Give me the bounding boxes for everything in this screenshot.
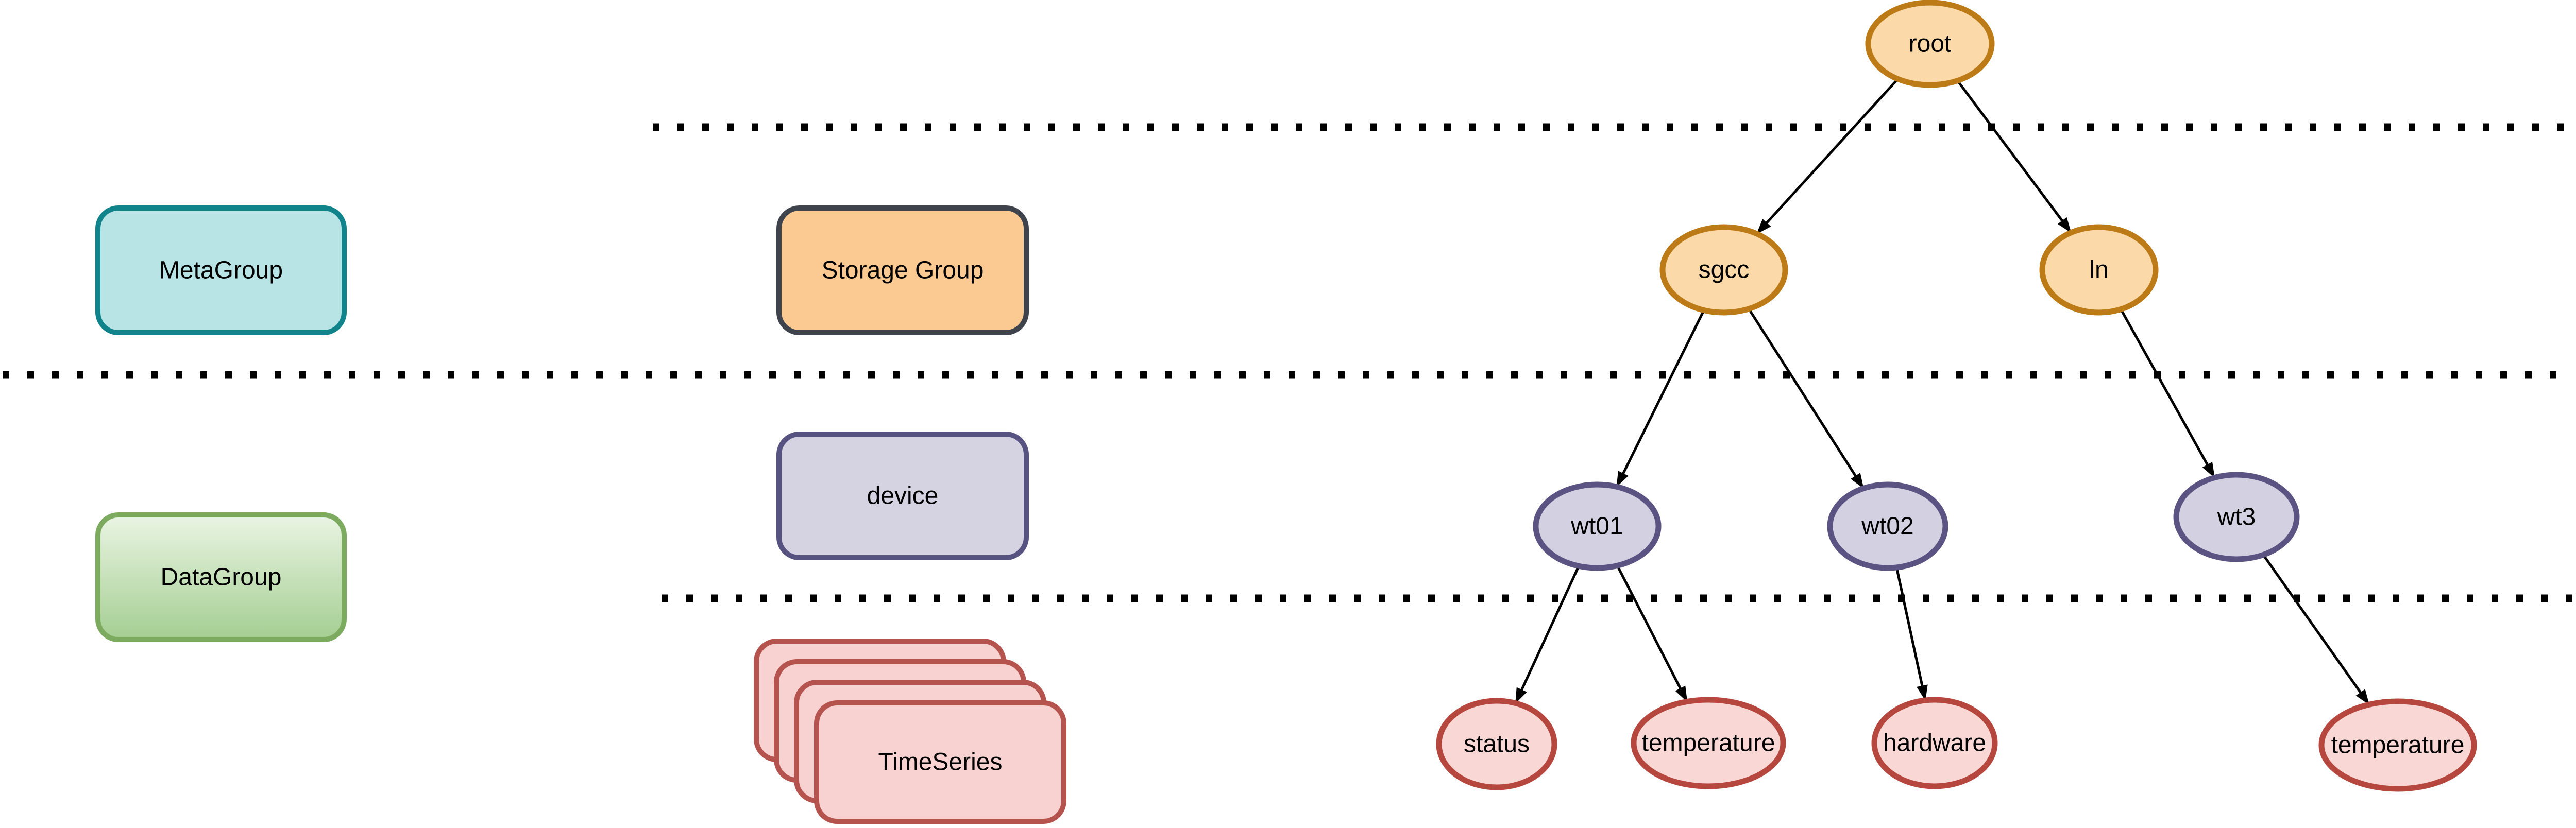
legend-box-storage-group: Storage Group	[776, 205, 1029, 335]
tree-node-temperature-wt01: temperature	[1631, 697, 1786, 789]
tree-node-status: status	[1436, 698, 1557, 790]
legend-box-shape-meta-group	[95, 205, 347, 335]
tree-node-label-wt02: wt02	[1861, 513, 1913, 540]
legend-box-data-group: DataGroup	[95, 512, 347, 642]
tree-node-label-root: root	[1909, 30, 1952, 58]
tree-node-hardware: hardware	[1871, 697, 1998, 789]
tree-node-shape-wt01	[1533, 481, 1662, 571]
legend-box-label-data-group: DataGroup	[161, 564, 282, 591]
tree-node-shape-hardware	[1871, 697, 1998, 789]
legend-box-label-time-series: TimeSeries	[878, 749, 1003, 776]
tree-node-sgcc: sgcc	[1659, 224, 1788, 316]
tree-edge-wt01-temperature-wt01	[1616, 565, 1688, 702]
legend-box-meta-group: MetaGroup	[95, 205, 347, 335]
tree-edge-wt3-temperature-wt3	[2262, 554, 2370, 705]
tree-node-shape-root	[1865, 0, 1995, 88]
tree-edge-wt01-status	[1514, 565, 1580, 704]
tree-node-ln: ln	[2039, 224, 2159, 316]
legend-box-time-series: TimeSeries	[754, 639, 1066, 824]
tree-edge-sgcc-wt01	[1615, 309, 1705, 488]
legend-card-time-series-3	[814, 700, 1066, 824]
tree-node-label-sgcc: sgcc	[1699, 256, 1750, 284]
legend-box-label-device: device	[867, 482, 939, 510]
tree-node-wt01: wt01	[1533, 481, 1662, 571]
tree-node-label-temperature-wt01: temperature	[1642, 730, 1775, 757]
tree-node-temperature-wt3: temperature	[2318, 698, 2477, 792]
tree-node-shape-wt02	[1827, 481, 1948, 571]
legend-box-device: device	[776, 432, 1029, 560]
tree-node-shape-temperature-wt01	[1631, 697, 1786, 789]
tree-node-shape-sgcc	[1659, 224, 1788, 316]
tree-edge-wt02-hardware	[1895, 567, 1928, 701]
tree-node-root: root	[1865, 0, 1995, 88]
tree-edge-root-sgcc	[1755, 78, 1899, 235]
tree-node-label-wt01: wt01	[1570, 513, 1623, 540]
tree-node-shape-status	[1436, 698, 1557, 790]
legend-box-label-meta-group: MetaGroup	[159, 257, 283, 284]
tree-node-shape-wt3	[2173, 472, 2300, 562]
tree-node-wt3: wt3	[2173, 472, 2300, 562]
tree-edge-root-ln	[1956, 80, 2072, 234]
legend-box-shape-storage-group	[776, 205, 1029, 335]
tree-node-label-wt3: wt3	[2217, 504, 2256, 531]
tree-node-label-temperature-wt3: temperature	[2331, 732, 2465, 759]
tree-node-label-status: status	[1464, 731, 1530, 758]
tree-node-shape-ln	[2039, 224, 2159, 316]
tree-edge-ln-wt3	[2120, 308, 2216, 478]
legend-box-label-storage-group: Storage Group	[822, 257, 984, 284]
tree-node-label-ln: ln	[2089, 256, 2108, 284]
tree-node-shape-temperature-wt3	[2318, 698, 2477, 792]
tree-edge-sgcc-wt02	[1748, 308, 1865, 489]
legend-box-shape-data-group	[95, 512, 347, 642]
tree-node-label-hardware: hardware	[1883, 730, 1986, 757]
legend-box-shape-device	[776, 432, 1029, 560]
tree-node-wt02: wt02	[1827, 481, 1948, 571]
